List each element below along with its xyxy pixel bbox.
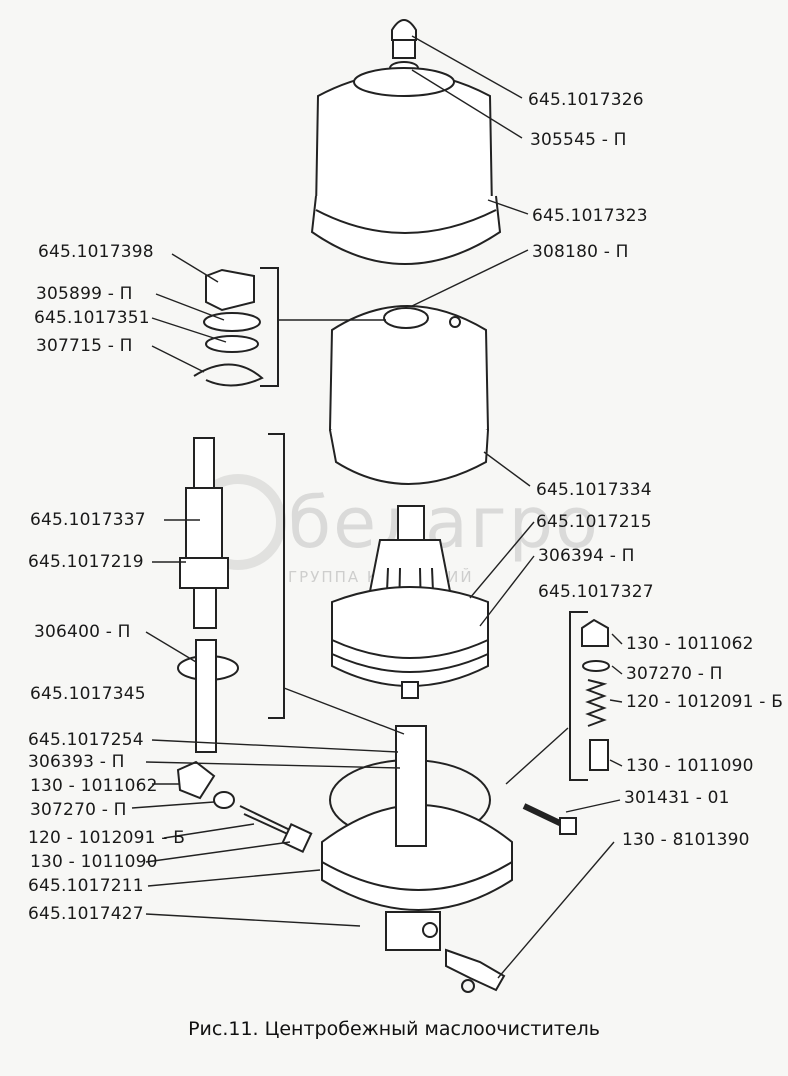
part-label: 308180 - П — [532, 242, 629, 262]
part-label: 645.1017337 — [30, 510, 146, 530]
part-label: 306393 - П — [28, 752, 125, 772]
cover-part — [328, 305, 490, 485]
part-label: 645.1017215 — [536, 512, 652, 532]
part-label: 645.1017254 — [28, 730, 144, 750]
part-label: 645.1017211 — [28, 876, 144, 896]
part-label: 645.1017334 — [536, 480, 652, 500]
part-label: 130 - 8101390 — [622, 830, 750, 850]
part-label: 120 - 1012091 - Б — [28, 828, 186, 848]
fitting-part — [445, 948, 506, 993]
part-label: 305899 - П — [36, 284, 133, 304]
nut-washers-part — [193, 268, 264, 387]
part-label: 645.1017427 — [28, 904, 144, 924]
part-label: 120 - 1012091 - Б — [626, 692, 784, 712]
part-label: 645.1017327 — [538, 582, 654, 602]
part-label: 645.1017326 — [528, 90, 644, 110]
part-label: 645.1017323 — [532, 206, 648, 226]
part-label: 645.1017219 — [28, 552, 144, 572]
housing-part — [321, 725, 513, 951]
part-label: 645.1017351 — [34, 308, 150, 328]
part-label: 645.1017345 — [30, 684, 146, 704]
part-label: 307270 - П — [30, 800, 127, 820]
part-label: 645.1017398 — [38, 242, 154, 262]
part-label: 307270 - П — [626, 664, 723, 684]
part-label: 130 - 1011062 — [30, 776, 158, 796]
shaft-part — [177, 437, 239, 753]
group-bracket-right — [569, 611, 588, 781]
rotor-cover-part — [310, 67, 502, 265]
group-bracket-lower — [268, 433, 285, 719]
part-label: 301431 - 01 — [624, 788, 730, 808]
part-label: 306400 - П — [34, 622, 131, 642]
part-label: 130 - 1011062 — [626, 634, 754, 654]
part-label: 307715 - П — [36, 336, 133, 356]
left-valve-stack-part — [176, 760, 313, 854]
part-label: 130 - 1011090 — [626, 756, 754, 776]
part-label: 306394 - П — [538, 546, 635, 566]
part-label: 305545 - П — [530, 130, 627, 150]
leader-lines — [131, 35, 623, 979]
bolt-part — [522, 803, 577, 835]
figure-caption: Рис.11. Центробежный маслоочиститель — [188, 1018, 600, 1040]
part-label: 130 - 1011090 — [30, 852, 158, 872]
valve-stack-part — [581, 618, 610, 771]
group-bracket-upper — [260, 267, 279, 387]
rotor-body-part — [331, 505, 489, 699]
